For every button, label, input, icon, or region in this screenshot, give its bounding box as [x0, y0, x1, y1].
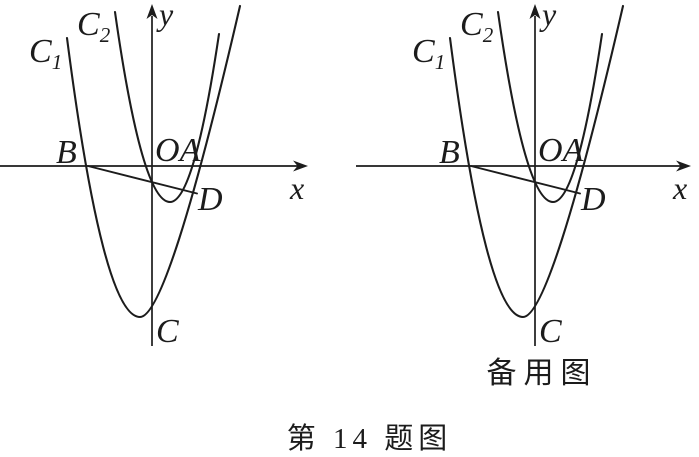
x-axis-arrowhead-icon	[676, 160, 691, 172]
x-axis-label: x	[672, 170, 687, 206]
y-axis-arrowhead-icon	[146, 4, 158, 19]
parabola-c2	[496, 10, 604, 204]
x-axis-label: x	[289, 170, 304, 206]
point-d-label: D	[197, 181, 223, 218]
curve1-label: C1	[412, 33, 445, 74]
curve2-label: C2	[77, 6, 111, 47]
point-b-label: B	[56, 134, 77, 171]
x-axis-arrowhead-icon	[293, 160, 308, 172]
backup-figure-drawing: C1 C2 y x B OA D C	[356, 0, 691, 350]
secant-line-bd	[87, 165, 198, 195]
point-b-label: B	[439, 134, 460, 171]
y-axis-label: y	[539, 0, 557, 32]
backup-figure-panel: C1 C2 y x B OA D C 备用图	[353, 0, 699, 400]
main-figure-panel: C1 C2 y x B OA D C	[0, 0, 316, 400]
point-c-label: C	[156, 313, 179, 350]
main-figure-drawing: C1 C2 y x B OA D C	[0, 0, 308, 350]
y-axis-label: y	[156, 0, 174, 32]
parabola-c1	[65, 4, 242, 319]
origin-and-point-a-label: OA	[538, 132, 584, 169]
y-axis-arrowhead-icon	[529, 4, 541, 19]
secant-line-bd	[470, 165, 581, 195]
figure-caption: 第 14 题图	[286, 423, 453, 455]
parabola-c2	[113, 10, 221, 204]
origin-and-point-a-label: OA	[155, 132, 201, 169]
point-c-label: C	[539, 313, 562, 350]
curve1-label: C1	[29, 33, 62, 74]
parabola-c1	[448, 4, 625, 319]
curve2-label: C2	[460, 6, 494, 47]
point-d-label: D	[580, 181, 606, 218]
backup-figure-label: 备用图	[486, 357, 598, 390]
